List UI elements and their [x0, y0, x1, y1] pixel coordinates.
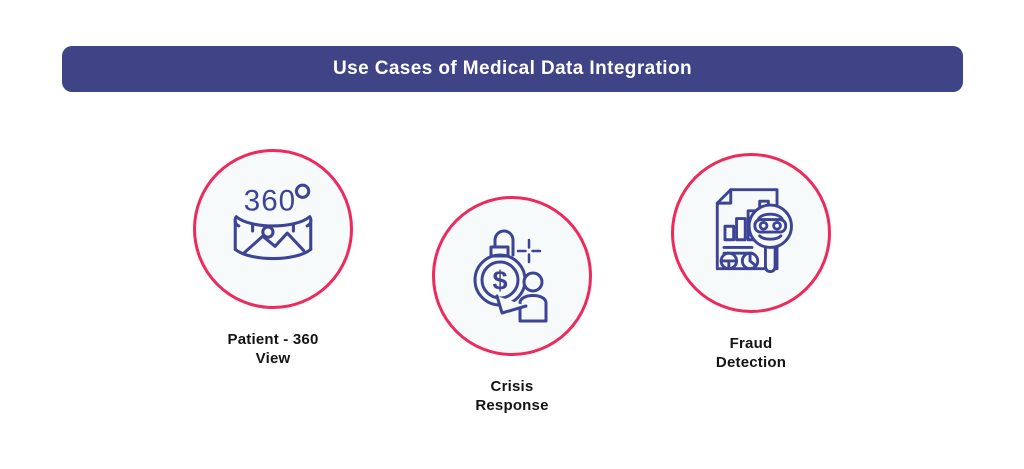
use-case-label: Crisis Response [475, 378, 549, 415]
header-banner: Use Cases of Medical Data Integration [62, 46, 963, 92]
use-case-circle: 360 [193, 149, 353, 309]
use-case-label: Patient - 360 View [227, 331, 319, 368]
use-case-label: Fraud Detection [715, 335, 787, 372]
fraud-magnifier-icon [715, 188, 793, 273]
use-case-circle [671, 153, 831, 313]
svg-text:360: 360 [244, 185, 296, 218]
money-crisis-icon: $ [473, 229, 548, 323]
use-case-fraud-detection: Fraud Detection [651, 153, 851, 372]
use-case-patient-360-view: 360 Patient - 360 View [173, 149, 373, 368]
page-title: Use Cases of Medical Data Integration [332, 58, 692, 79]
use-case-crisis-response: $ Crisis Response [412, 196, 612, 415]
panorama-360-icon: 360 [233, 183, 313, 261]
use-case-circle: $ [432, 196, 592, 356]
svg-text:$: $ [492, 266, 507, 296]
